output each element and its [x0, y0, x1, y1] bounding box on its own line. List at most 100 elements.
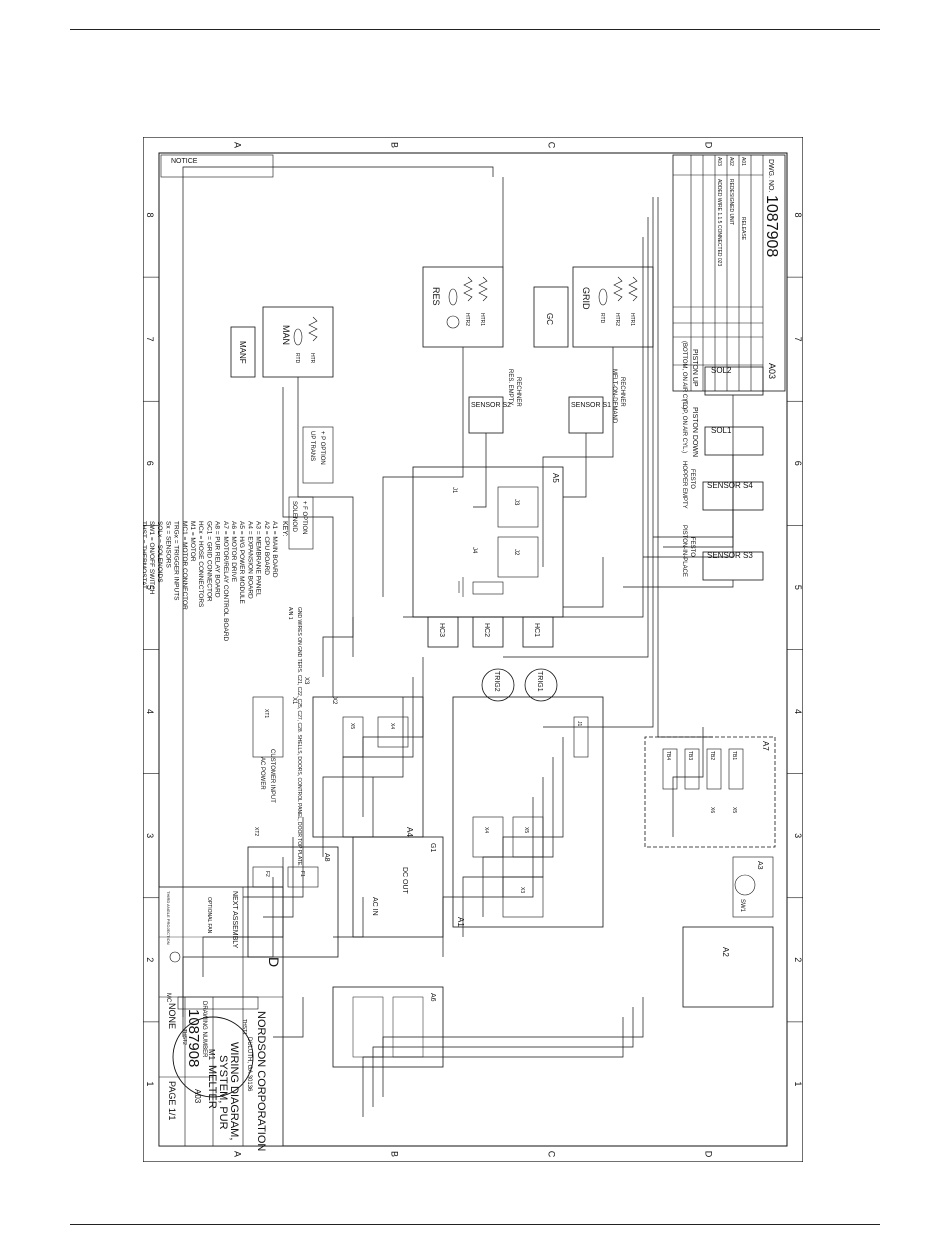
revision-block: DWG. NO. 1087908 A03 A01 RELEASE A02 RED… [672, 154, 786, 392]
a1-j1: J1 [576, 721, 582, 727]
xt2-label: XT2 [253, 827, 259, 836]
zone-column-label: 7 [793, 337, 803, 342]
rev-dwg-no-label: DWG. NO. [767, 159, 774, 192]
drawing-number: 1087908 [185, 1009, 202, 1067]
a5-j1: J1 [451, 487, 457, 494]
rev-sheet-rev: A03 [767, 363, 777, 379]
zone-column-label: 8 [145, 213, 155, 218]
p-option-1: + P OPTION [319, 431, 325, 465]
man-part-2: RTD [294, 353, 300, 364]
legend-item: A7 = MOTOR/RELAY CONTROL BOARD [222, 521, 229, 642]
a7-x6: X6 [709, 807, 715, 813]
a7-tb3: TB3 [687, 751, 693, 760]
legend-item: MC1 = MOTOR CONNECTOR [181, 521, 188, 610]
legend-item: TRGx = TRIGGER INPUTS [173, 521, 180, 601]
heater-zones: GRID HTR1 HTR2 RTD GC RES HTR1 HTR2 MAN … [230, 266, 654, 378]
xt1-label: XT1 [263, 709, 269, 718]
man-part-1: HTR [309, 353, 315, 364]
rev-row-3-desc: ADDED WIRE 1.1.5 CONNECTED 023 [716, 179, 722, 266]
res-part-2: HTR2 [464, 313, 470, 326]
rev-row-1-id: A01 [740, 157, 746, 166]
zone-row-label: C [547, 1151, 557, 1158]
hc3-label: HC3 [438, 623, 445, 637]
grid-part-2: HTR2 [614, 313, 620, 326]
drawing-page: PAGE 1/1 [167, 1081, 177, 1120]
manf-label: MANF [238, 341, 247, 364]
solenoids-and-sensors: SOL2 PISTON UP (BOTTOM, ON AIR CYL.) SOL… [468, 341, 764, 581]
a5-label: A5 [551, 473, 560, 483]
mc-label: MC [165, 993, 171, 1003]
zone-column-label: 2 [145, 957, 155, 962]
customer-input-1: CUSTOMER INPUT [269, 749, 275, 803]
a1-label: A1 [456, 917, 465, 927]
sol1-desc-2: (TOP, ON AIR CYL.) [681, 399, 687, 453]
a3-label: A3 [756, 861, 763, 870]
a7-tb4: TB4 [665, 751, 671, 760]
g1-label: G1 [429, 843, 436, 852]
rev-row-2-id: A02 [728, 157, 734, 166]
a8-f2: F2 [264, 871, 270, 877]
g1-in: AC IN [371, 897, 378, 916]
a7-x5: X5 [731, 807, 737, 813]
sol1-desc-1: PISTON DOWN [691, 407, 698, 457]
trig1-label: TRIG1 [536, 671, 543, 692]
legend-item: A6 = MOTOR DRIVE [230, 521, 237, 583]
trig2-label: TRIG2 [493, 671, 500, 692]
drawing-number-label: DRAWING NUMBER [201, 1001, 207, 1058]
zone-column-label: 5 [145, 585, 155, 590]
legend-item: A1 = MAIN BOARD [271, 521, 278, 578]
grid-label: GRID [581, 287, 591, 310]
zone-column-label: 7 [145, 337, 155, 342]
a5-j3: J3 [513, 499, 519, 506]
cpu-and-panel: A3 SW1 A2 [682, 856, 774, 1008]
drawing-size: D [266, 957, 282, 967]
legend-item: A8 = PUR RELAY BOARD [214, 521, 221, 598]
drawing-title-2: SYSTEM, PUR [217, 1055, 229, 1130]
zone-row-label: D [704, 142, 714, 149]
a4-x5: X5 [349, 723, 355, 729]
sensor-s1-label: SENSOR S1 [571, 402, 611, 409]
legend-item: A3 = MEMBRANE PANEL [255, 521, 262, 597]
zone-row-label: D [704, 1151, 714, 1158]
sensor-s2-desc: RES. EMPTY [507, 369, 513, 405]
a5-module: A5 J3 J2 J4 J1 [412, 466, 564, 618]
zone-row-label: A [233, 142, 243, 148]
a5-j4: J4 [471, 547, 477, 554]
a2-label: A2 [721, 947, 730, 957]
motor-section: A6 M1 THST1 THST2 MC [165, 986, 444, 1098]
zone-column-label: 5 [793, 585, 803, 590]
zone-column-label: 1 [793, 1081, 803, 1086]
p-option-2: UP TRANS [309, 431, 315, 461]
zone-column-label: 6 [145, 461, 155, 466]
x2-label: X2 [331, 697, 337, 705]
sensor-s1-desc: MELT-ON-DEMAND [611, 369, 617, 424]
hc1-label: HC1 [533, 623, 540, 637]
zone-row-label: B [390, 1151, 400, 1157]
legend-item: GC1 = GRID CONNECTOR [205, 521, 212, 602]
legend-title: KEY: [281, 521, 288, 537]
legend-item: Sx = SENSORS [164, 521, 171, 568]
a1-x3: X3 [519, 887, 525, 893]
projection-symbol [169, 951, 181, 963]
top-rule [70, 29, 880, 30]
motor-label: M1 [207, 1049, 216, 1061]
zone-row-label: C [547, 142, 557, 149]
legend-item: A4 = EXPANSION BOARD [246, 521, 253, 599]
bottom-rule [70, 1224, 880, 1225]
option-blocks: + P OPTION UP TRANS + F OPTION SOLENOID [288, 426, 334, 550]
zone-column-label: 4 [145, 709, 155, 714]
drawing-rev: A03 [193, 1089, 202, 1104]
a8-note-page: A/N 1 [287, 607, 293, 620]
zone-column-label: 6 [793, 461, 803, 466]
a8-f1: F1 [299, 871, 305, 877]
a4-x4: X4 [389, 723, 395, 729]
drawing-title-3: MELTER [206, 1065, 218, 1109]
grid-part-1: HTR1 [629, 313, 635, 326]
rev-dwg-no: 1087908 [763, 195, 780, 257]
sensor-s3-label: SENSOR S3 [707, 551, 753, 560]
zone-column-label: 2 [793, 957, 803, 962]
a8-note: GND WIRES ON GND TERS. C21, C22, C25, C2… [296, 607, 302, 867]
grid-part-3: RTD [599, 313, 605, 324]
